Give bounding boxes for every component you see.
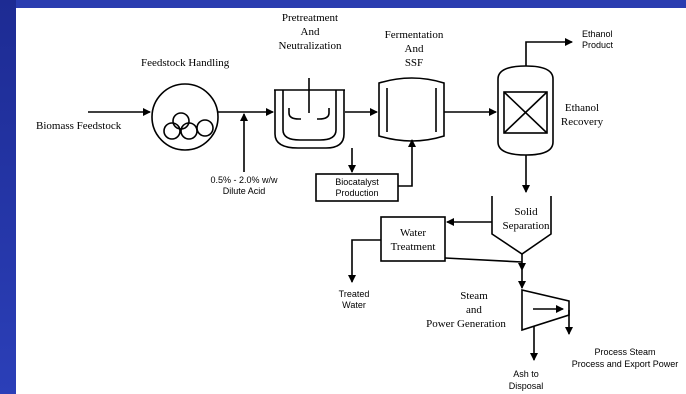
pretreatment-label-3: Neutralization: [279, 40, 342, 52]
feedstock-handling-label: Feedstock Handling: [141, 57, 230, 69]
process-steam-label-2: Process and Export Power: [572, 359, 679, 369]
solid-separation-label-1: Solid: [514, 206, 538, 218]
biocatalyst-label-2: Production: [335, 188, 378, 198]
steam-label-1: Steam: [460, 290, 488, 302]
treated-water-label-2: Water: [342, 300, 366, 310]
pretreatment-label-1: Pretreatment: [282, 12, 338, 24]
left-strip: [0, 0, 16, 394]
pretreatment-reactor: [274, 78, 345, 149]
fermentation-label-2: And: [405, 43, 424, 55]
dilute-acid-label-1: 0.5% - 2.0% w/w: [210, 175, 278, 185]
top-bar: [0, 0, 686, 8]
water-treatment-label-2: Treatment: [391, 241, 436, 253]
fermentation-label-3: SSF: [405, 57, 423, 69]
water-treatment-label-1: Water: [400, 227, 426, 239]
dilute-acid-label-2: Dilute Acid: [223, 186, 266, 196]
steam-label-2: and: [466, 304, 482, 316]
biomass-feedstock-label: Biomass Feedstock: [36, 120, 122, 132]
ash-label-1: Ash to: [513, 369, 539, 379]
pretreatment-label-2: And: [301, 26, 320, 38]
feedstock-handling-unit: [151, 83, 219, 151]
ethanol-product-label-2: Product: [582, 40, 614, 50]
ethanol-product-label-1: Ethanol: [582, 29, 613, 39]
water-treatment-box: [380, 216, 446, 262]
fermentation-label-1: Fermentation: [385, 29, 444, 41]
flow-lines: [88, 38, 573, 361]
process-steam-label-1: Process Steam: [594, 347, 655, 357]
treated-water-label-1: Treated: [339, 289, 370, 299]
ethanol-recovery-label-2: Recovery: [561, 116, 604, 128]
fermentation-vessel: [378, 77, 445, 142]
ash-label-2: Disposal: [509, 381, 544, 391]
biocatalyst-box: [315, 173, 399, 202]
steam-power-generator: [521, 288, 570, 332]
ethanol-recovery-column: [497, 65, 554, 156]
biocatalyst-label-1: Biocatalyst: [335, 177, 379, 187]
ethanol-recovery-label-1: Ethanol: [565, 102, 599, 114]
steam-label-3: Power Generation: [426, 318, 506, 330]
solid-separation-label-2: Separation: [502, 220, 550, 232]
